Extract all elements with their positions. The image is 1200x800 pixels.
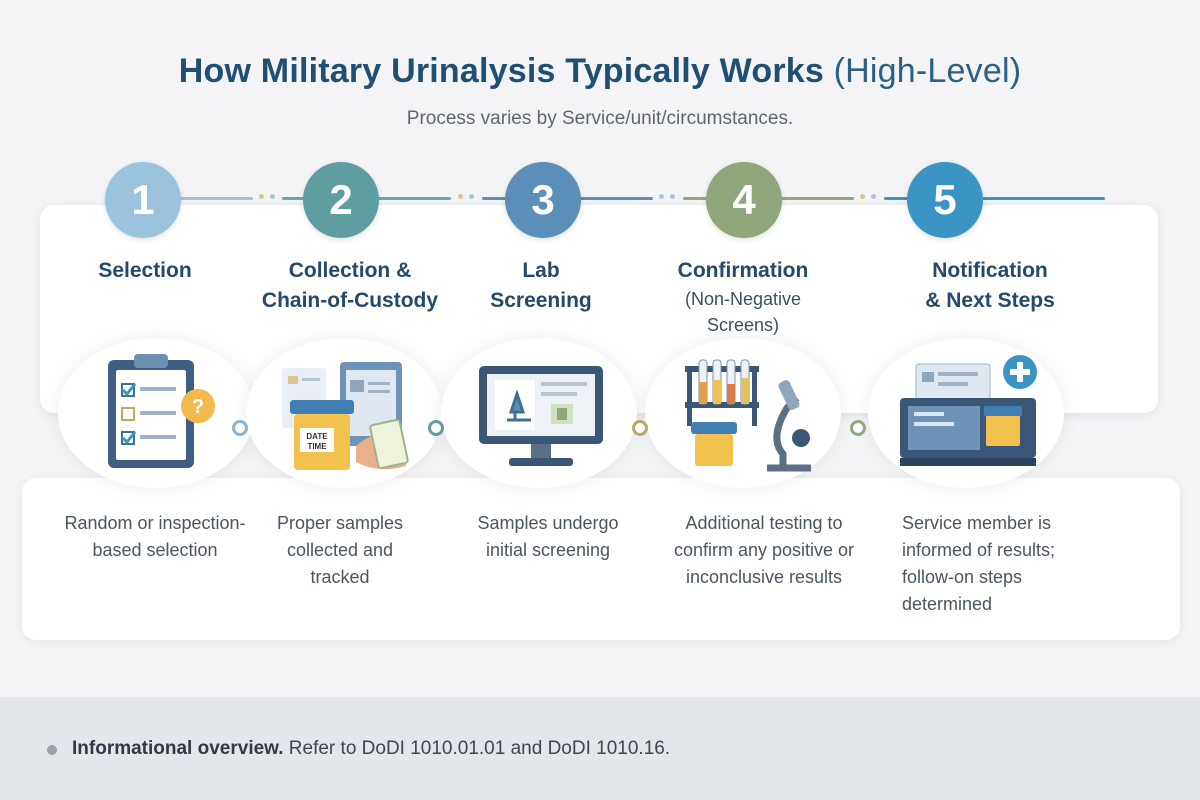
step-1-illustration: ? xyxy=(58,338,254,488)
footer-bullet-icon xyxy=(47,745,57,755)
microscope-test-tubes-icon xyxy=(685,359,811,472)
medical-device-cross-icon xyxy=(900,355,1037,466)
step-1-description: Random or inspection-based selection xyxy=(64,513,246,560)
footer-reference-text: Refer to DoDI 1010.01.01 and DoDI 1010.1… xyxy=(288,738,671,759)
step-2-title-line2: Chain-of-Custody xyxy=(261,289,439,312)
link-dot-1 xyxy=(232,420,248,436)
step-4-description: Additional testing to confirm any positi… xyxy=(673,513,855,587)
step-5-title-line1: Notification xyxy=(932,259,1048,282)
connector-line-6 xyxy=(683,197,707,200)
step-3-number: 3 xyxy=(505,162,581,238)
step-4-title-line1: Confirmation xyxy=(677,259,809,282)
question-mark-text: ? xyxy=(192,396,204,418)
step-5-title: Notification & Next Steps xyxy=(880,256,1100,316)
page-subtitle: Process varies by Service/unit/circumsta… xyxy=(406,108,794,129)
step-2-number: 2 xyxy=(303,162,379,238)
connector-line-9 xyxy=(982,197,1105,200)
step-4-subtitle: (Non-Negative Screens) xyxy=(684,289,802,335)
step-1-title: Selection xyxy=(35,256,255,286)
footer-bar xyxy=(0,697,1200,800)
step-4-number: 4 xyxy=(706,162,782,238)
title-suffix: (High-Level) xyxy=(833,52,1022,90)
connector-line-2 xyxy=(282,197,304,200)
step-2-illustration: DATE TIME xyxy=(246,338,442,488)
step-5-title-line2: & Next Steps xyxy=(925,289,1055,312)
page-title: How Military Urinalysis Typically Works … xyxy=(0,52,1200,91)
connector-line-7 xyxy=(781,197,854,200)
step-1-number: 1 xyxy=(105,162,181,238)
clipboard-checklist-icon: ? xyxy=(108,354,215,468)
step-3-title: Lab Screening xyxy=(431,256,651,316)
title-main: How Military Urinalysis Typically Works xyxy=(178,52,824,90)
time-label: TIME xyxy=(307,442,327,451)
specimen-cup-icon: DATE TIME xyxy=(282,362,409,470)
connector-line-5 xyxy=(580,197,653,200)
step-4-title: Confirmation xyxy=(633,256,853,286)
monitor-microscope-icon xyxy=(479,366,603,466)
steps-description-panel xyxy=(22,478,1180,640)
connector-line-8 xyxy=(884,197,908,200)
step-2-description: Proper samples collected and tracked xyxy=(276,513,404,587)
connector-dots-4 xyxy=(860,194,876,199)
connector-line-3 xyxy=(377,197,451,200)
link-dot-3 xyxy=(632,420,648,436)
link-dot-4 xyxy=(850,420,866,436)
step-3-description: Samples undergo initial screening xyxy=(477,513,619,560)
step-5-number: 5 xyxy=(907,162,983,238)
connector-dots-1 xyxy=(259,194,275,199)
connector-line-4 xyxy=(482,197,506,200)
step-3-illustration xyxy=(441,338,637,488)
step-4-illustration xyxy=(645,338,841,488)
footer-bold-text: Informational overview. xyxy=(72,738,284,759)
connector-line-1 xyxy=(180,197,253,200)
step-5-illustration xyxy=(868,338,1064,488)
connector-dots-3 xyxy=(659,194,675,199)
step-2-title-line1: Collection & xyxy=(288,259,412,282)
step-3-title-line2: Screening xyxy=(490,289,592,312)
step-3-title-line1: Lab xyxy=(522,259,560,282)
footer-note: Informational overview. Refer to DoDI 10… xyxy=(72,738,670,760)
link-dot-2 xyxy=(428,420,444,436)
step-5-description: Service member is informed of results; f… xyxy=(902,513,1056,614)
date-label: DATE xyxy=(306,432,328,441)
connector-dots-2 xyxy=(458,194,474,199)
step-1-title-line1: Selection xyxy=(98,259,192,282)
step-2-title: Collection & Chain-of-Custody xyxy=(240,256,460,316)
